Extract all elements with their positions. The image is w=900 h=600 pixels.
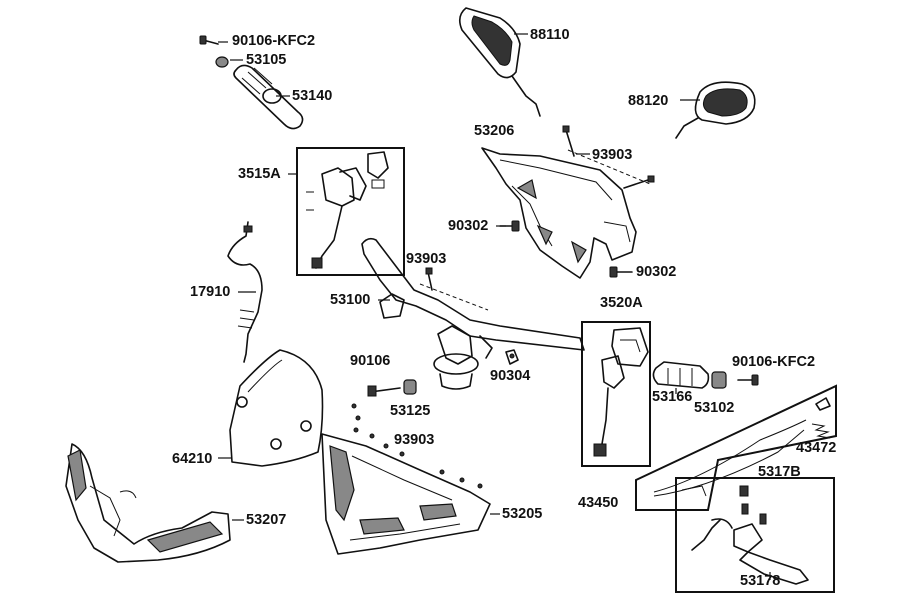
label-64210: 64210	[172, 451, 213, 467]
label-53105: 53105	[246, 52, 287, 68]
switch-assembly-3520a	[581, 321, 651, 467]
label-5317b: 5317B	[758, 464, 801, 480]
label-53178: 53178	[740, 573, 781, 589]
label-90106-kfc2-right: 90106-KFC2	[732, 354, 816, 370]
screw-90106-kfc2-top	[199, 35, 228, 45]
mirror-88110	[458, 7, 541, 117]
label-53125: 53125	[390, 403, 431, 419]
brake-lever-5317b	[675, 477, 835, 593]
label-90106-kfc2-top: 90106-KFC2	[232, 33, 316, 49]
label-90106: 90106	[350, 353, 391, 369]
label-53166: 53166	[652, 389, 693, 405]
label-53100: 53100	[330, 292, 371, 308]
label-90304: 90304	[490, 368, 531, 384]
handlebar-53100	[361, 237, 585, 390]
collar-53125	[403, 379, 417, 395]
switch-assembly-3515a	[288, 147, 405, 276]
grip-53140	[233, 64, 304, 130]
label-17910: 17910	[190, 284, 231, 300]
brake-cable-43450	[635, 384, 837, 511]
label-93903-lower: 93903	[394, 432, 435, 448]
screw-93903-middle	[425, 267, 433, 291]
mirror-88120	[675, 81, 756, 139]
handlebar-cover-53206	[481, 147, 651, 279]
label-43472: 43472	[796, 440, 837, 456]
label-43450: 43450	[578, 495, 619, 511]
label-53206: 53206	[474, 123, 515, 139]
label-53140: 53140	[292, 88, 333, 104]
spring-43472	[811, 397, 831, 439]
label-3520a: 3520A	[600, 295, 643, 311]
label-90302-right: 90302	[636, 264, 677, 280]
screw-90106-kfc2-right	[737, 374, 759, 386]
windscreen-64210	[218, 349, 324, 467]
screw-90302-right	[609, 266, 633, 278]
screw-93903-upper	[562, 125, 655, 189]
grip-53166	[652, 361, 710, 394]
front-cover-53207	[65, 443, 244, 563]
screw-90302-left	[496, 220, 520, 232]
label-93903-middle: 93903	[406, 251, 447, 267]
bolt-90304	[505, 349, 519, 365]
label-88110: 88110	[530, 27, 570, 43]
label-53207: 53207	[246, 512, 287, 528]
label-53102: 53102	[694, 400, 735, 416]
front-fairing-53205	[321, 403, 500, 555]
throttle-cable-17910	[227, 221, 263, 363]
grip-end-53102	[711, 371, 727, 389]
label-93903-upper: 93903	[592, 147, 633, 163]
bolt-90106	[367, 385, 401, 397]
grip-end-53105	[215, 56, 243, 68]
label-90302-left: 90302	[448, 218, 489, 234]
label-53205: 53205	[502, 506, 543, 522]
label-3515a: 3515A	[238, 166, 281, 182]
label-88120: 88120	[628, 93, 669, 109]
